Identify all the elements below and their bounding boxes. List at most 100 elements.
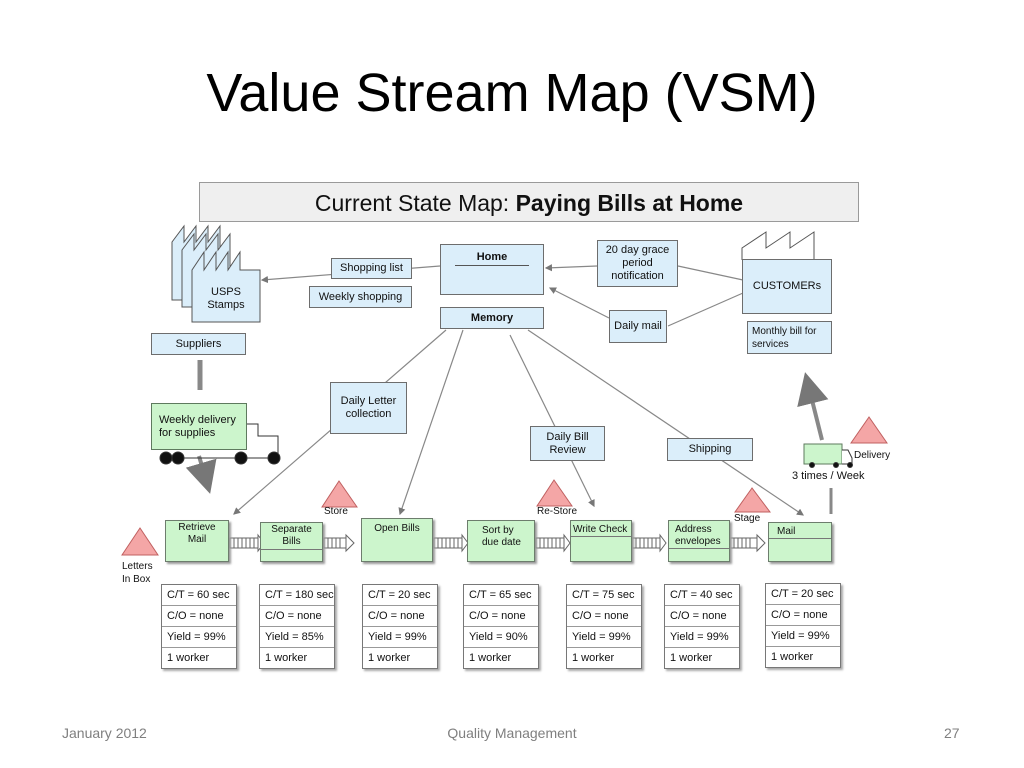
- map-header: Current State Map: Paying Bills at Home: [199, 182, 859, 222]
- letters-inventory-triangle: [121, 527, 159, 556]
- process-write-check: Write Check: [570, 520, 632, 562]
- home-box: Home: [440, 244, 544, 295]
- customers-label: CUSTOMERs: [752, 280, 822, 292]
- daily-letter-label: Daily Letter collection: [340, 395, 397, 420]
- process-retrieve-mail: Retrieve Mail: [165, 520, 229, 562]
- stage-label: Stage: [734, 513, 761, 524]
- push-arrows: [229, 533, 766, 553]
- letters-in-box-label: Letters In Box: [122, 561, 153, 585]
- weekly-shopping-label: Weekly shopping: [318, 290, 403, 303]
- data-box-address-envelopes: C/T = 40 sec C/O = none Yield = 99% 1 wo…: [664, 584, 740, 669]
- daily-mail-label: Daily mail: [614, 320, 662, 332]
- suppliers-box: Suppliers: [151, 333, 246, 355]
- weekly-shopping-box: Weekly shopping: [309, 286, 412, 308]
- memory-box: Memory: [440, 307, 544, 329]
- process-label: Mail: [769, 523, 831, 539]
- stage-inventory-triangle: [734, 487, 771, 513]
- monthly-bill-box: Monthly bill for services: [747, 321, 832, 354]
- process-label: Sort by due date: [482, 525, 521, 548]
- process-open-bills: Open Bills: [361, 518, 433, 562]
- process-mail: Mail: [768, 522, 832, 562]
- daily-letter-box: Daily Letter collection: [330, 382, 407, 434]
- cycle-time: C/T = 60 sec: [162, 585, 236, 606]
- cycle-time: C/T = 75 sec: [567, 585, 641, 606]
- workers: 1 worker: [265, 652, 308, 664]
- yield: Yield = 90%: [464, 627, 538, 648]
- customer-truck-icon: [803, 443, 853, 468]
- monthly-bill-label: Monthly bill for services: [752, 325, 817, 350]
- process-separate-bills: Separate Bills: [260, 522, 323, 562]
- restore-inventory-triangle: [536, 479, 573, 507]
- workers: 1 worker: [368, 652, 411, 664]
- page-number: 27: [944, 725, 960, 741]
- map-header-prefix: Current State Map:: [314, 190, 516, 216]
- grace-period-box: 20 day grace period notification: [597, 240, 678, 287]
- yield: Yield = 99%: [567, 627, 641, 648]
- delivery-label: Delivery: [854, 450, 891, 461]
- changeover: C/O = none: [464, 606, 538, 627]
- daily-mail-box: Daily mail: [609, 310, 667, 343]
- customers-box: CUSTOMERs: [742, 259, 832, 314]
- data-box-retrieve-mail: C/T = 60 sec C/O = none Yield = 99% 1 wo…: [161, 584, 237, 669]
- data-box-separate-bills: C/T = 180 sec C/O = none Yield = 85% 1 w…: [259, 584, 335, 669]
- shipping-label: Shipping: [688, 443, 732, 455]
- inventory-triangles: [121, 416, 888, 556]
- cycle-time: C/T = 180 sec: [260, 585, 334, 606]
- yield: Yield = 99%: [665, 627, 739, 648]
- workers: 1 worker: [670, 652, 713, 664]
- process-address-envelopes: Address envelopes: [668, 520, 730, 562]
- cycle-time: C/T = 65 sec: [464, 585, 538, 606]
- yield: Yield = 99%: [363, 627, 437, 648]
- cycle-time: C/T = 20 sec: [363, 585, 437, 606]
- workers: 1 worker: [469, 652, 512, 664]
- changeover: C/O = none: [665, 606, 739, 627]
- process-label: Open Bills: [374, 523, 420, 534]
- home-label: Home: [455, 251, 529, 266]
- supplier-truck-icon: [159, 423, 281, 465]
- customers-factory-icon: [741, 231, 815, 260]
- memory-label: Memory: [470, 311, 514, 324]
- footer-center: Quality Management: [447, 725, 577, 741]
- changeover: C/O = none: [363, 606, 437, 627]
- yield: Yield = 99%: [162, 627, 236, 648]
- data-box-sort-by-due-date: C/T = 65 sec C/O = none Yield = 90% 1 wo…: [463, 584, 539, 669]
- shopping-list-label: Shopping list: [340, 262, 403, 274]
- slide-title: Value Stream Map (VSM): [206, 63, 818, 123]
- weekly-delivery-label: Weekly delivery for supplies: [159, 413, 236, 439]
- changeover: C/O = none: [260, 606, 334, 627]
- process-label: Write Check: [571, 521, 631, 537]
- cycle-time: C/T = 20 sec: [766, 584, 840, 605]
- changeover: C/O = none: [162, 606, 236, 627]
- store-label: Store: [324, 506, 348, 517]
- daily-bill-review-label: Daily Bill Review: [546, 430, 589, 456]
- yield: Yield = 99%: [766, 626, 840, 647]
- data-box-mail: C/T = 20 sec C/O = none Yield = 99% 1 wo…: [765, 583, 841, 668]
- suppliers-label: Suppliers: [175, 337, 222, 350]
- usps-stamps-label: USPS Stamps: [207, 286, 245, 311]
- process-label: Address envelopes: [669, 521, 729, 549]
- changeover: C/O = none: [766, 605, 840, 626]
- workers: 1 worker: [771, 651, 814, 663]
- data-box-write-check: C/T = 75 sec C/O = none Yield = 99% 1 wo…: [566, 584, 642, 669]
- shopping-list-box: Shopping list: [331, 258, 412, 279]
- weekly-delivery-box: Weekly delivery for supplies: [151, 403, 247, 450]
- store-inventory-triangle: [321, 480, 358, 508]
- changeover: C/O = none: [567, 606, 641, 627]
- yield: Yield = 85%: [260, 627, 334, 648]
- daily-bill-review-box: Daily Bill Review: [530, 426, 605, 461]
- data-box-open-bills: C/T = 20 sec C/O = none Yield = 99% 1 wo…: [362, 584, 438, 669]
- usps-factory-icon: [171, 224, 261, 323]
- shipping-box: Shipping: [667, 438, 753, 461]
- map-header-bold: Paying Bills at Home: [515, 190, 744, 216]
- cycle-time: C/T = 40 sec: [665, 585, 739, 606]
- grace-period-label: 20 day grace period notification: [605, 244, 670, 282]
- process-label: Separate Bills: [261, 523, 322, 550]
- process-label: Retrieve Mail: [178, 522, 216, 545]
- frequency-label: 3 times / Week: [792, 470, 865, 482]
- workers: 1 worker: [167, 652, 210, 664]
- restore-label: Re-Store: [537, 506, 578, 517]
- delivery-inventory-triangle: [850, 416, 888, 444]
- process-sort-by-due-date: Sort by due date: [467, 520, 535, 562]
- footer-date: January 2012: [62, 725, 147, 741]
- workers: 1 worker: [572, 652, 615, 664]
